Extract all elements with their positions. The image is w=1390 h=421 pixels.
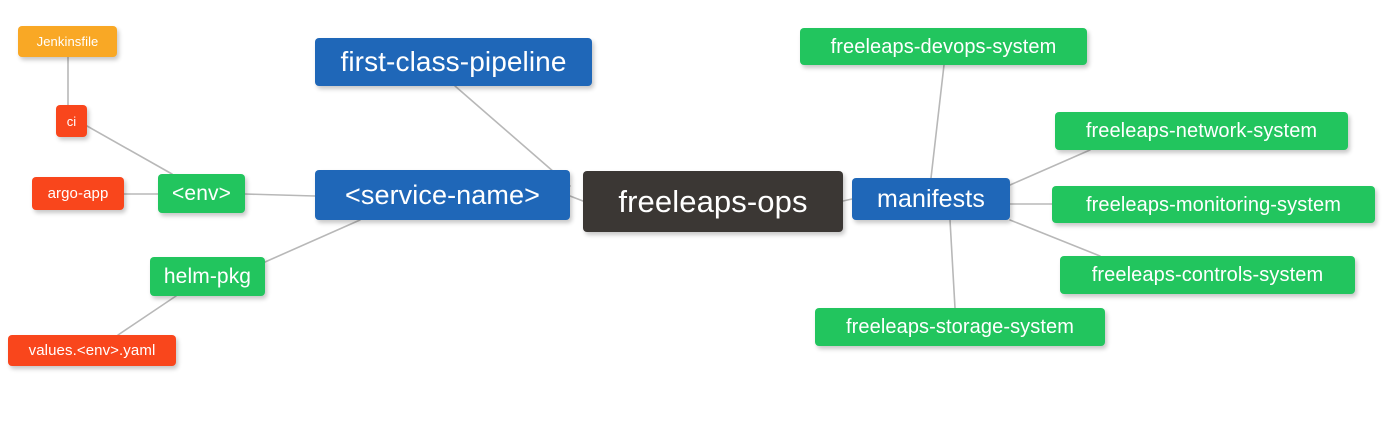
node-label-argo-app: argo-app (47, 185, 109, 202)
node-label-helm-pkg: helm-pkg (163, 265, 252, 288)
node-first-class-pipeline[interactable]: first-class-pipeline (315, 38, 592, 86)
node-label-service-name: <service-name> (345, 179, 540, 210)
node-helm-pkg[interactable]: helm-pkg (150, 257, 265, 296)
edge-service-name-to-env (244, 193, 316, 197)
node-env[interactable]: <env> (158, 174, 245, 213)
node-label-env: <env> (172, 182, 231, 205)
node-label-manifests: manifests (877, 184, 985, 213)
node-service-name[interactable]: <service-name> (315, 170, 570, 220)
edge-manifests-to-freeleaps-network-system (1009, 149, 1091, 186)
node-jenkinsfile[interactable]: Jenkinsfile (18, 26, 117, 57)
node-label-freeleaps-ops: freeleaps-ops (618, 184, 808, 219)
node-freeleaps-ops[interactable]: freeleaps-ops (583, 171, 843, 232)
node-label-jenkinsfile: Jenkinsfile (36, 34, 99, 49)
node-label-values-yaml: values.<env>.yaml (28, 342, 156, 359)
node-label-freeleaps-controls-system: freeleaps-controls-system (1091, 264, 1324, 286)
edge-helm-pkg-to-values-yaml (117, 295, 177, 336)
edge-freeleaps-ops-to-manifests (842, 198, 853, 202)
node-freeleaps-storage-system[interactable]: freeleaps-storage-system (815, 308, 1105, 346)
node-freeleaps-network-system[interactable]: freeleaps-network-system (1055, 112, 1348, 150)
node-values-yaml[interactable]: values.<env>.yaml (8, 335, 176, 366)
node-label-freeleaps-devops-system: freeleaps-devops-system (830, 35, 1057, 58)
node-freeleaps-devops-system[interactable]: freeleaps-devops-system (800, 28, 1087, 65)
node-argo-app[interactable]: argo-app (32, 177, 124, 210)
edge-env-to-ci (86, 125, 173, 175)
node-label-freeleaps-monitoring-system: freeleaps-monitoring-system (1085, 193, 1341, 216)
edge-manifests-to-freeleaps-storage-system (949, 219, 956, 309)
node-label-freeleaps-storage-system: freeleaps-storage-system (845, 316, 1075, 338)
edge-manifests-to-freeleaps-controls-system (1009, 219, 1101, 257)
node-freeleaps-monitoring-system[interactable]: freeleaps-monitoring-system (1052, 186, 1375, 223)
edge-freeleaps-ops-to-service-name (569, 195, 584, 202)
node-ci[interactable]: ci (56, 105, 87, 137)
edge-manifests-to-freeleaps-devops-system (930, 64, 945, 179)
node-freeleaps-controls-system[interactable]: freeleaps-controls-system (1060, 256, 1355, 294)
node-label-ci: ci (66, 113, 77, 129)
node-label-freeleaps-network-system: freeleaps-network-system (1085, 120, 1318, 142)
edge-service-name-to-helm-pkg (264, 219, 361, 263)
node-manifests[interactable]: manifests (852, 178, 1010, 220)
node-label-first-class-pipeline: first-class-pipeline (340, 46, 567, 77)
